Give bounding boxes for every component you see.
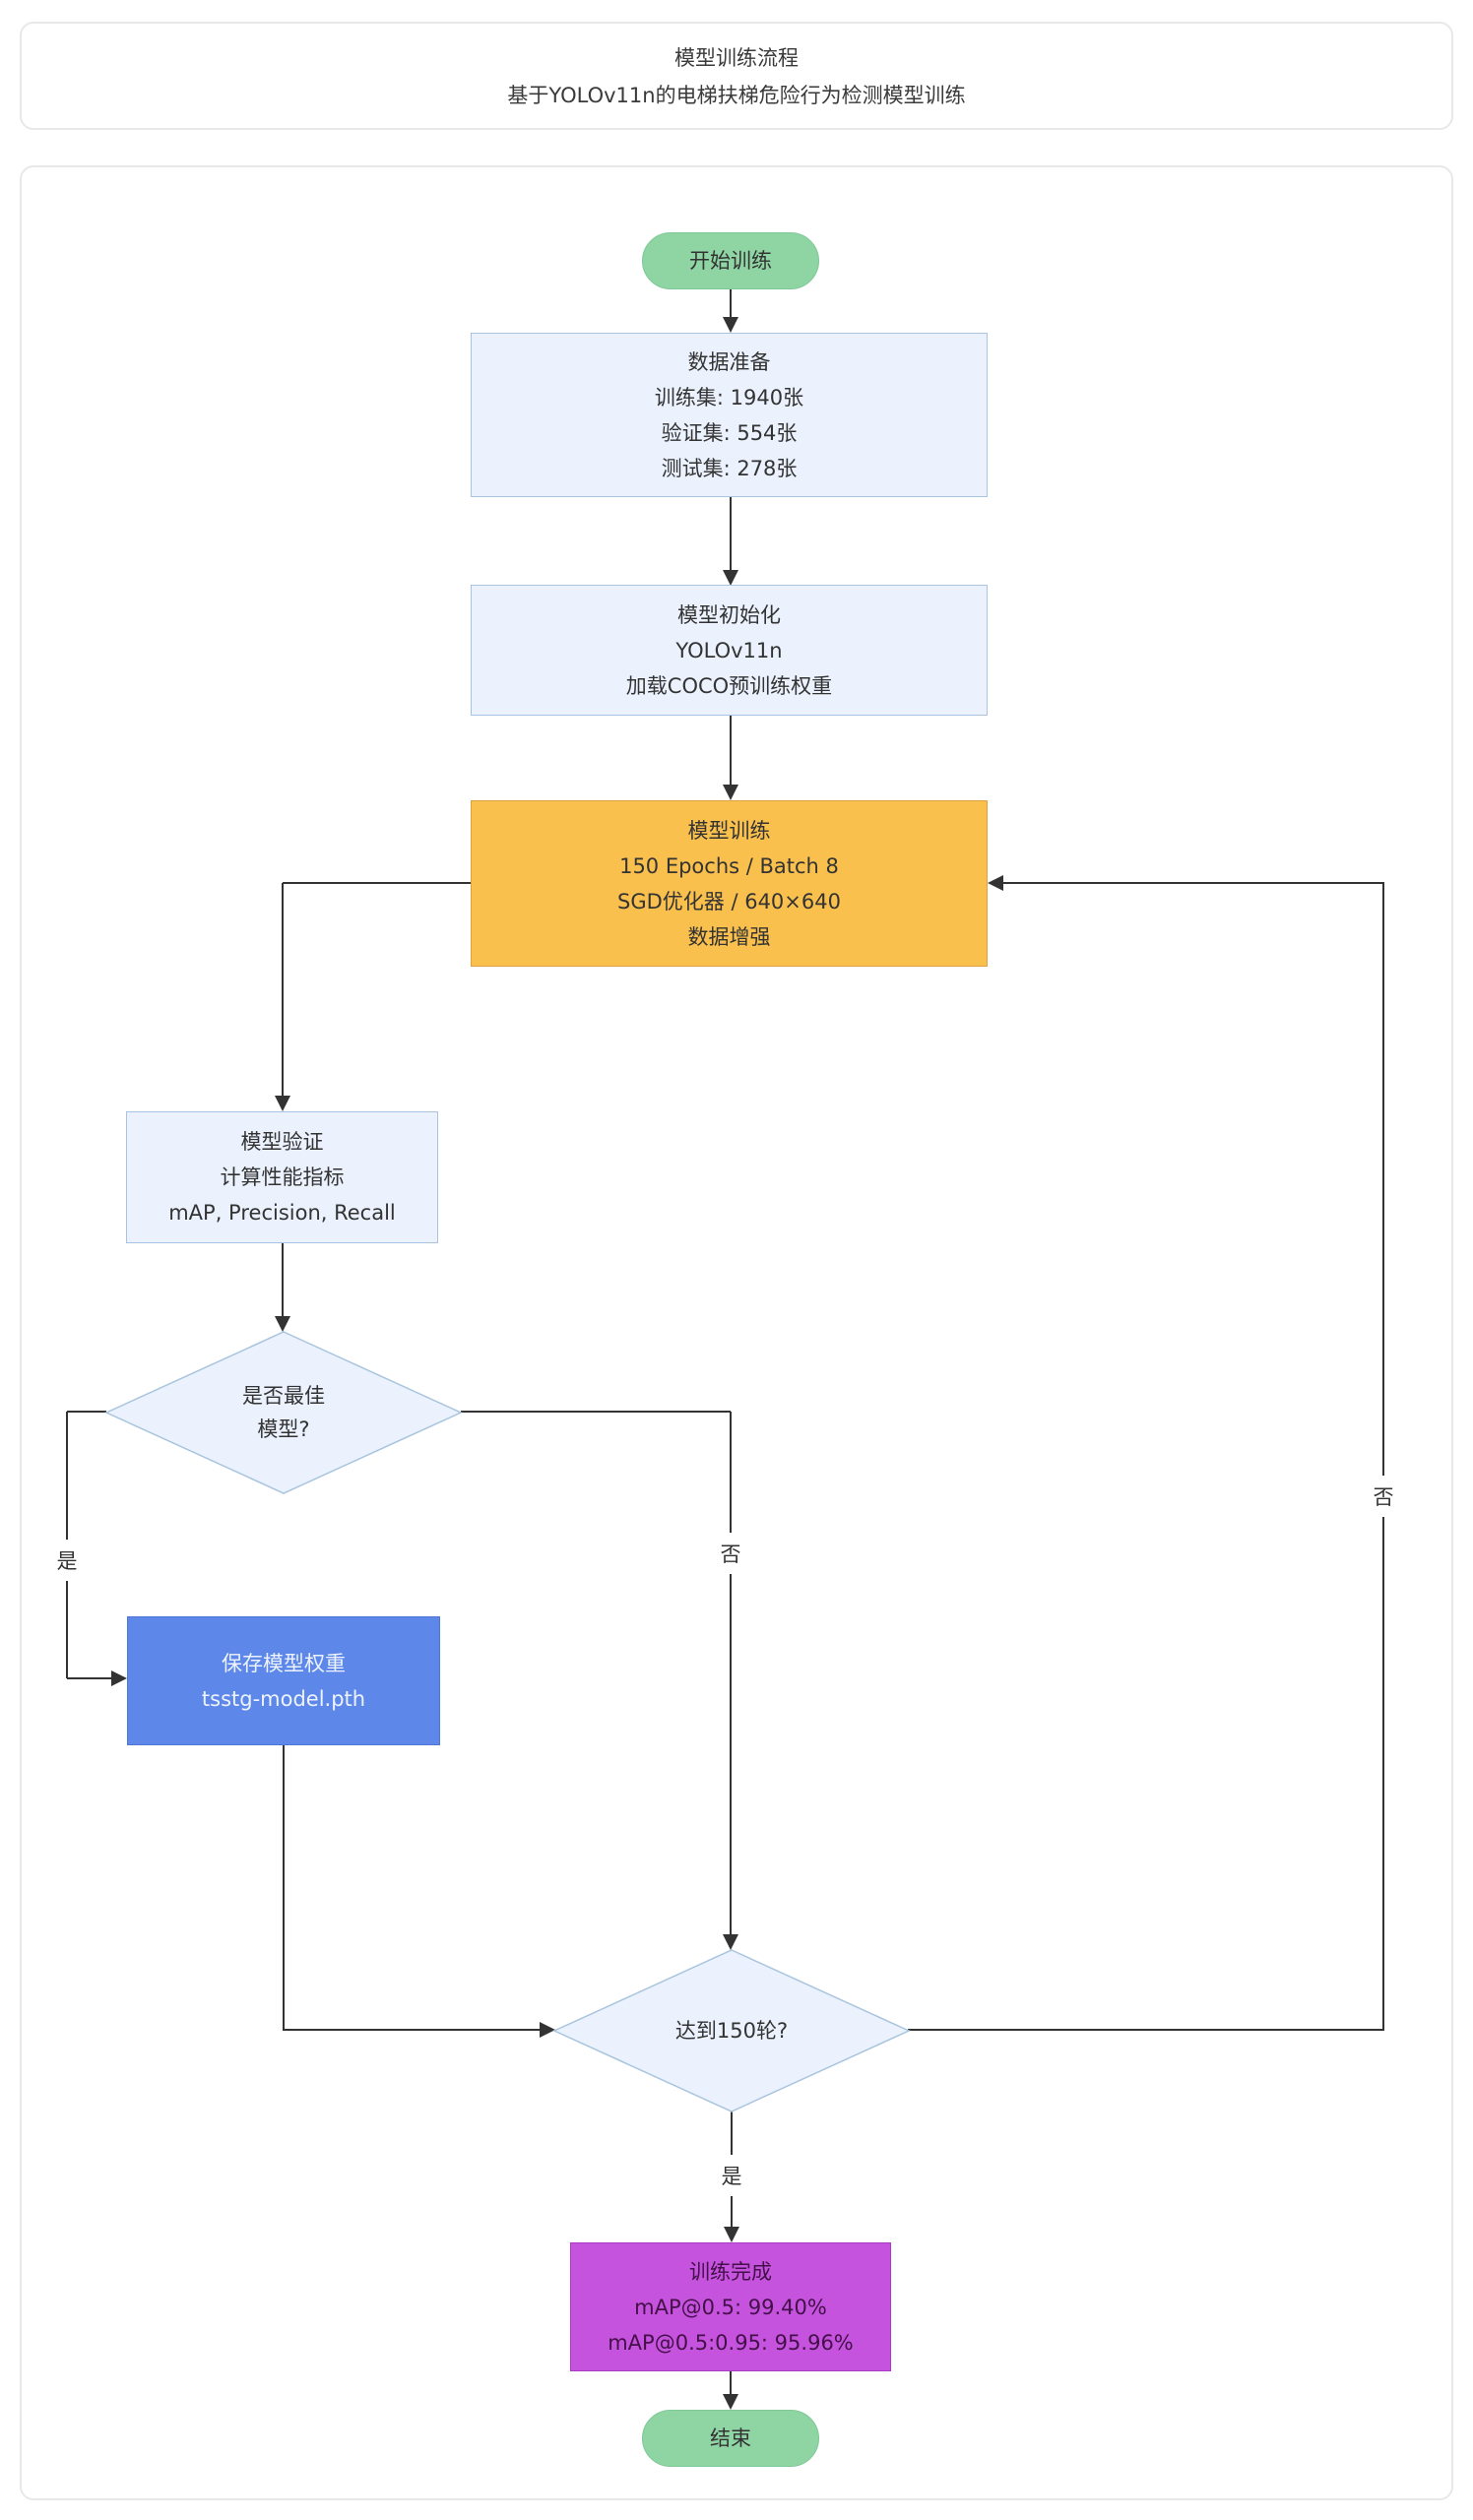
edge-train-validate-h bbox=[283, 882, 471, 884]
edge-save-epoch-h bbox=[283, 2029, 540, 2031]
node-training-complete: 训练完成 mAP@0.5: 99.40% mAP@0.5:0.95: 95.96… bbox=[570, 2242, 891, 2371]
edge-label-loop-no: 否 bbox=[1369, 1476, 1398, 1517]
diamond-shape bbox=[552, 1949, 911, 2112]
node-line: 数据增强 bbox=[687, 924, 771, 949]
decision-best-model: 是否最佳 模型? bbox=[104, 1330, 463, 1495]
node-data-preparation: 数据准备 训练集: 1940张 验证集: 554张 测试集: 278张 bbox=[471, 333, 988, 497]
edge-best-yes-h1 bbox=[67, 1411, 106, 1413]
edge-dataprep-init bbox=[730, 497, 732, 572]
edge-best-no-h bbox=[461, 1411, 731, 1413]
arrowhead-down bbox=[723, 785, 738, 800]
node-line: 训练集: 1940张 bbox=[654, 385, 804, 410]
node-start-label: 开始训练 bbox=[689, 249, 772, 273]
diagram-card bbox=[20, 165, 1453, 2500]
edge-done-end bbox=[730, 2371, 732, 2395]
edge-best-no-v bbox=[730, 1412, 732, 1934]
edge-start-dataprep bbox=[730, 289, 732, 319]
edge-loop-h-top bbox=[1003, 882, 1384, 884]
arrowhead-down bbox=[275, 1096, 290, 1111]
node-line: 验证集: 554张 bbox=[661, 420, 798, 445]
node-end: 结束 bbox=[642, 2410, 819, 2467]
node-line: mAP@0.5: 99.40% bbox=[634, 2295, 827, 2319]
page-subtitle: 基于YOLOv11n的电梯扶梯危险行为检测模型训练 bbox=[507, 84, 966, 107]
node-model-init: 模型初始化 YOLOv11n 加载COCO预训练权重 bbox=[471, 585, 988, 716]
node-line: 保存模型权重 bbox=[222, 1651, 346, 1675]
node-line: 是否最佳 bbox=[242, 1384, 325, 1408]
arrowhead-down bbox=[723, 1934, 738, 1950]
header-card: 模型训练流程 基于YOLOv11n的电梯扶梯危险行为检测模型训练 bbox=[20, 22, 1453, 130]
decision-best-model-text: 是否最佳 模型? bbox=[104, 1330, 463, 1495]
node-line: 计算性能指标 bbox=[220, 1166, 345, 1189]
node-line: 达到150轮? bbox=[674, 2019, 789, 2043]
node-line: YOLOv11n bbox=[675, 638, 783, 662]
node-line: mAP@0.5:0.95: 95.96% bbox=[608, 2330, 854, 2355]
edge-label-best-yes: 是 bbox=[52, 1540, 82, 1581]
node-line: 模型初始化 bbox=[677, 602, 781, 627]
edge-label-best-no: 否 bbox=[716, 1533, 745, 1574]
edge-init-train bbox=[730, 716, 732, 787]
arrowhead-right bbox=[540, 2022, 555, 2038]
node-model-training: 模型训练 150 Epochs / Batch 8 SGD优化器 / 640×6… bbox=[471, 800, 988, 967]
node-end-label: 结束 bbox=[710, 2426, 751, 2450]
edge-best-yes-h2 bbox=[67, 1677, 112, 1679]
edge-train-validate-v bbox=[282, 883, 284, 1097]
diamond-shape bbox=[104, 1331, 463, 1494]
node-line: mAP, Precision, Recall bbox=[168, 1201, 396, 1225]
node-line: 模型训练 bbox=[687, 818, 771, 843]
arrowhead-down bbox=[275, 1316, 290, 1332]
node-model-validation: 模型验证 计算性能指标 mAP, Precision, Recall bbox=[126, 1111, 438, 1243]
edge-loop-v bbox=[1382, 883, 1384, 2031]
node-line: 训练完成 bbox=[689, 2259, 772, 2284]
arrowhead-right bbox=[111, 1670, 127, 1686]
node-save-weights: 保存模型权重 tsstg-model.pth bbox=[127, 1616, 440, 1745]
arrowhead-down bbox=[723, 317, 738, 333]
edge-validate-decision bbox=[282, 1243, 284, 1317]
edge-label-epoch-yes: 是 bbox=[717, 2155, 746, 2196]
edge-save-epoch-v bbox=[283, 1745, 285, 2031]
node-line: 数据准备 bbox=[687, 349, 771, 374]
page-title: 模型训练流程 bbox=[674, 46, 799, 70]
decision-epoch-reached: 达到150轮? bbox=[552, 1948, 911, 2113]
node-line: 模型? bbox=[257, 1418, 310, 1441]
node-start: 开始训练 bbox=[642, 232, 819, 289]
node-line: 测试集: 278张 bbox=[661, 456, 798, 480]
node-line: 模型验证 bbox=[240, 1130, 324, 1154]
arrowhead-down bbox=[724, 2227, 739, 2242]
arrowhead-left bbox=[988, 875, 1003, 891]
arrowhead-down bbox=[723, 570, 738, 586]
node-line: SGD优化器 / 640×640 bbox=[617, 889, 841, 914]
node-line: 150 Epochs / Batch 8 bbox=[619, 853, 839, 878]
node-line: tsstg-model.pth bbox=[201, 1686, 366, 1711]
decision-epoch-reached-text: 达到150轮? bbox=[552, 1948, 911, 2113]
node-line: 加载COCO预训练权重 bbox=[625, 673, 833, 698]
edge-loop-h-bottom bbox=[908, 2029, 1384, 2031]
arrowhead-down bbox=[723, 2394, 738, 2410]
